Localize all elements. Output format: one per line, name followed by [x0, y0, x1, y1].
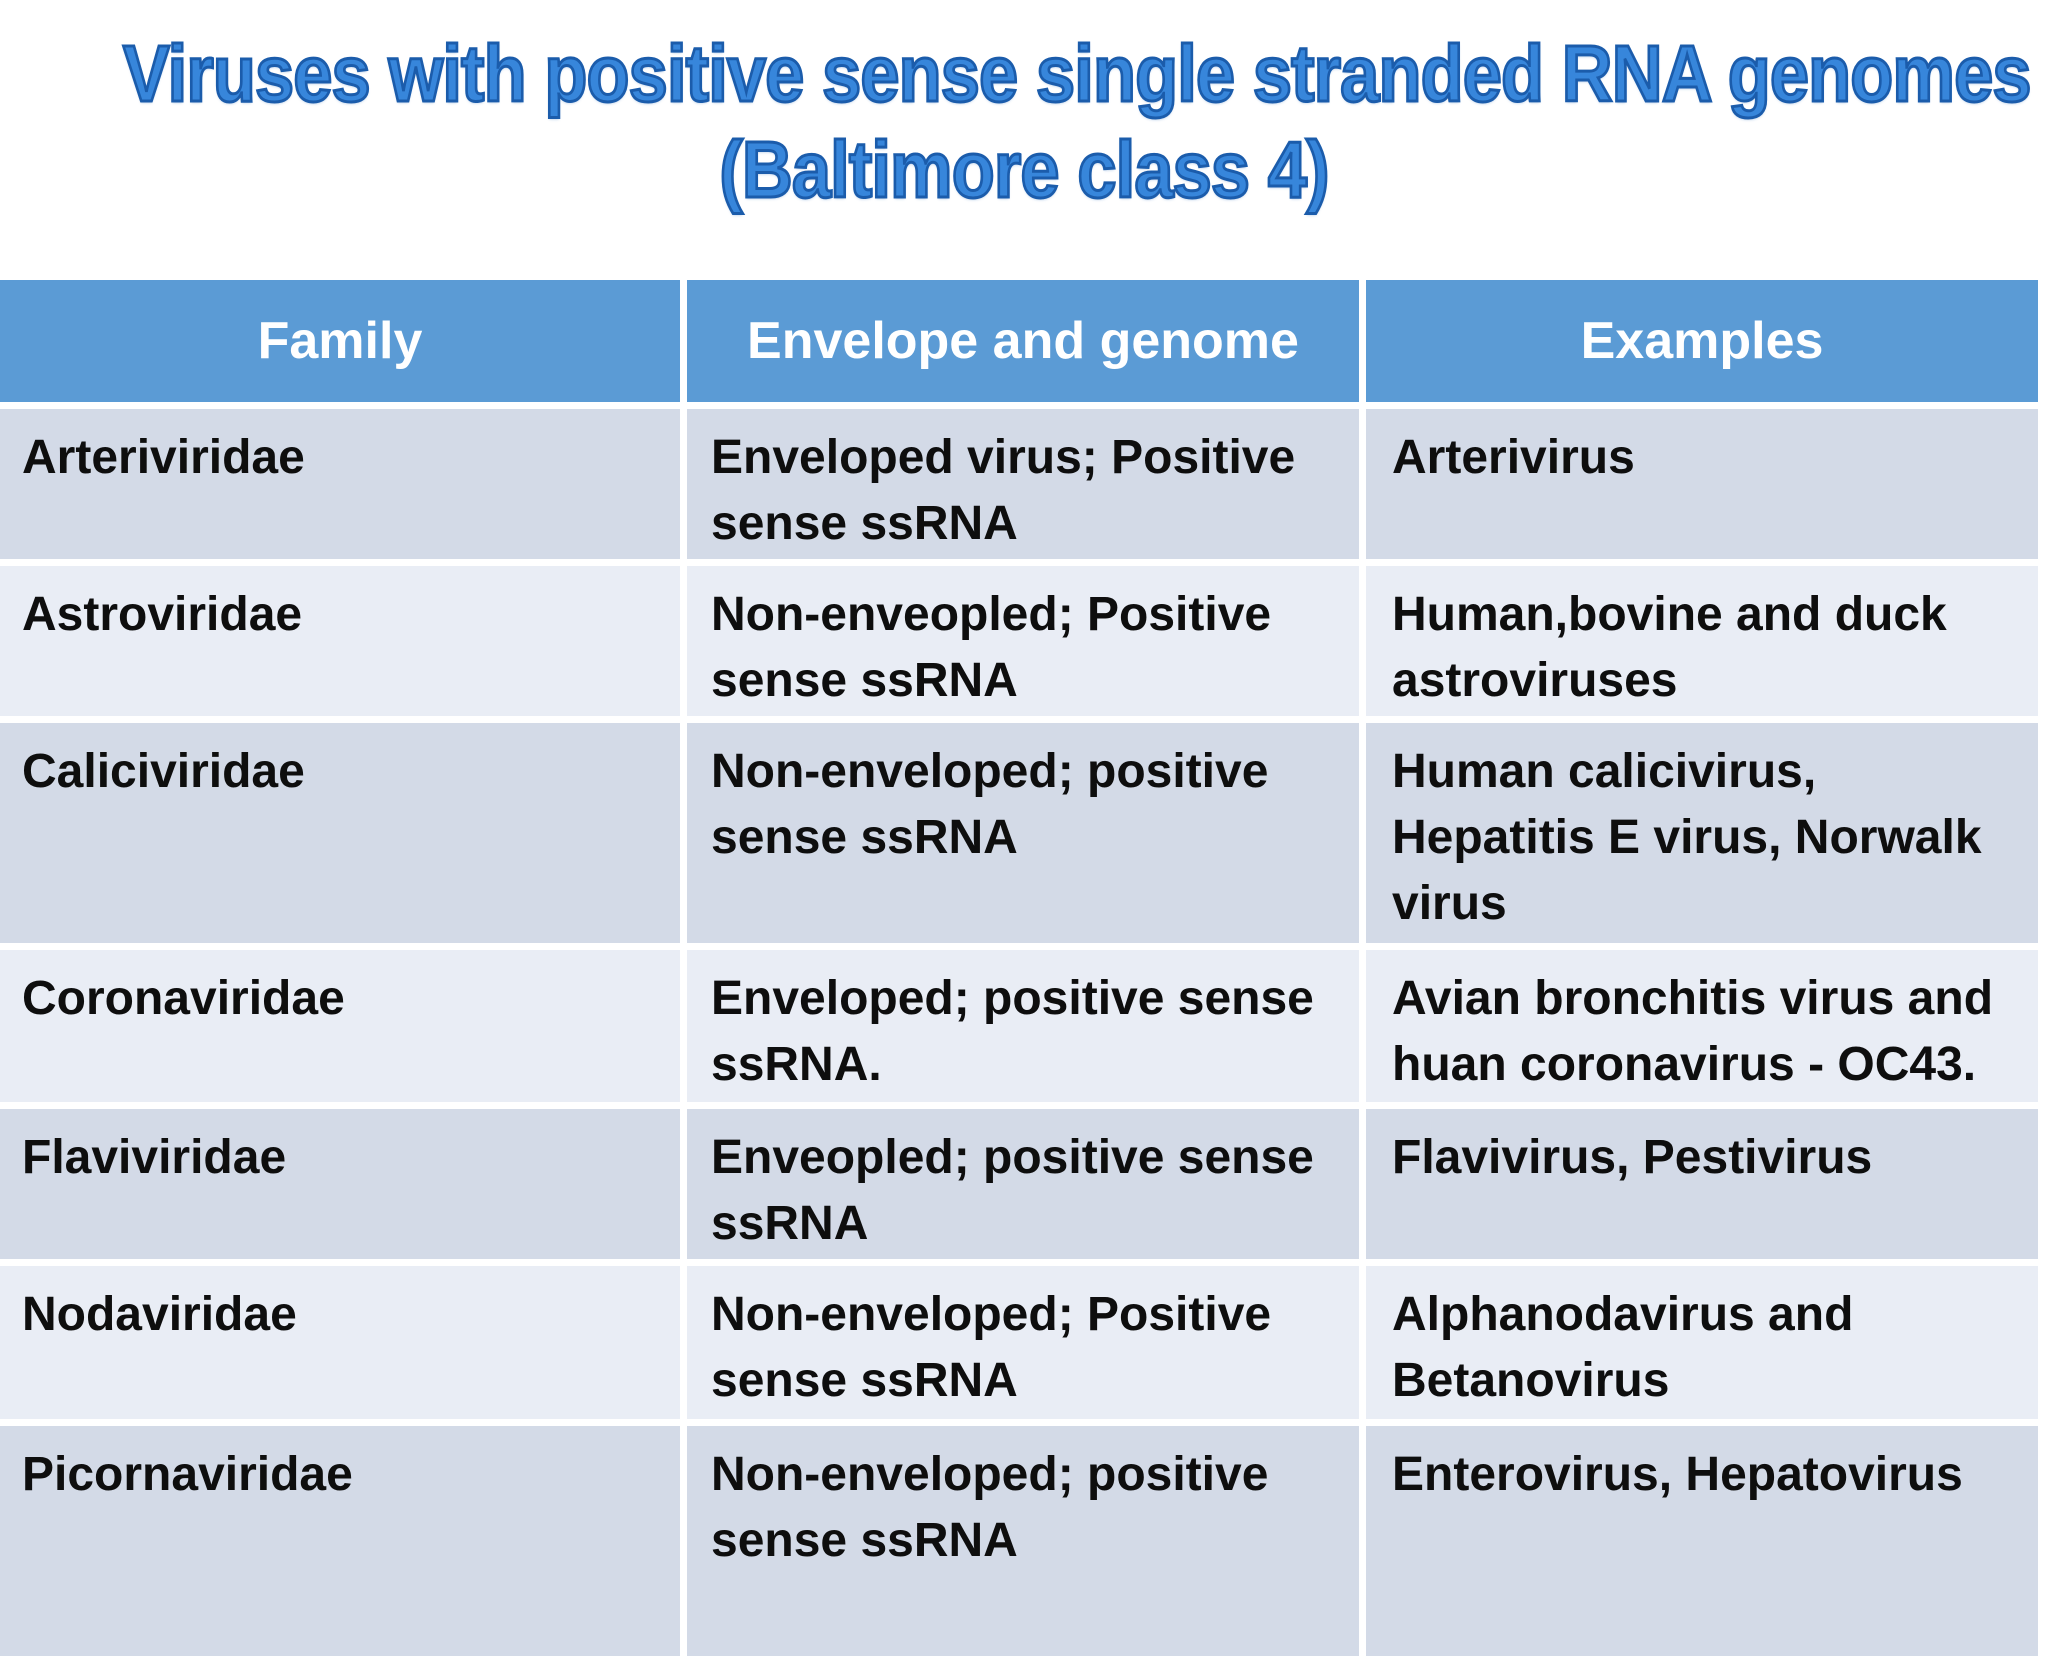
cell-envelope-row7: Non-enveloped; positive sense ssRNA: [687, 1426, 1359, 1656]
family-name: Arteriviridae: [22, 431, 305, 484]
examples-text: Enterovirus, Hepatovirus: [1392, 1448, 1963, 1501]
column-header-envelope: Envelope and genome: [687, 280, 1359, 402]
envelope-text: Non-enveloped; Positive sense ssRNA: [711, 1288, 1272, 1407]
envelope-text: Non-enveloped; positive sense ssRNA: [711, 745, 1269, 864]
cell-examples-row3: Human calicivirus, Hepatitis E virus, No…: [1366, 723, 2038, 943]
cell-examples-row7: Enterovirus, Hepatovirus: [1366, 1426, 2038, 1656]
examples-text: Avian bronchitis virus and huan coronavi…: [1392, 972, 1994, 1091]
envelope-text: Enveloped; positive sense ssRNA.: [711, 972, 1314, 1091]
cell-family-row6: Nodaviridae: [0, 1266, 680, 1419]
envelope-text: Non-enveopled; Positive sense ssRNA: [711, 588, 1272, 707]
virus-family-table: Family Envelope and genome Examples Arte…: [0, 280, 2038, 1656]
cell-family-row5: Flaviviridae: [0, 1109, 680, 1259]
slide-title-line-1: Viruses with positive sense single stran…: [122, 28, 2033, 120]
column-header-family: Family: [0, 280, 680, 402]
cell-family-row2: Astroviridae: [0, 566, 680, 716]
cell-family-row1: Arteriviridae: [0, 409, 680, 559]
family-name: Flaviviridae: [22, 1131, 287, 1184]
cell-examples-row1: Arterivirus: [1366, 409, 2038, 559]
examples-text: Arterivirus: [1392, 431, 1635, 484]
cell-family-row4: Coronaviridae: [0, 950, 680, 1102]
envelope-text: Enveloped virus; Positive sense ssRNA: [711, 431, 1296, 550]
slide-title-line-2: (Baltimore class 4): [718, 124, 1331, 216]
cell-family-row3: Caliciviridae: [0, 723, 680, 943]
examples-text: Human,bovine and duck astroviruses: [1392, 588, 1947, 707]
cell-examples-row6: Alphanodavirus and Betanovirus: [1366, 1266, 2038, 1419]
envelope-text: Non-enveloped; positive sense ssRNA: [711, 1448, 1269, 1567]
slide-title: Viruses with positive sense single stran…: [0, 0, 2048, 218]
cell-envelope-row2: Non-enveopled; Positive sense ssRNA: [687, 566, 1359, 716]
cell-examples-row2: Human,bovine and duck astroviruses: [1366, 566, 2038, 716]
cell-envelope-row3: Non-enveloped; positive sense ssRNA: [687, 723, 1359, 943]
cell-family-row7: Picornaviridae: [0, 1426, 680, 1656]
cell-envelope-row1: Enveloped virus; Positive sense ssRNA: [687, 409, 1359, 559]
examples-text: Flavivirus, Pestivirus: [1392, 1131, 1873, 1184]
examples-text: Human calicivirus, Hepatitis E virus, No…: [1392, 745, 1982, 930]
family-name: Picornaviridae: [22, 1448, 353, 1501]
cell-envelope-row4: Enveloped; positive sense ssRNA.: [687, 950, 1359, 1102]
family-name: Astroviridae: [22, 588, 303, 641]
cell-examples-row4: Avian bronchitis virus and huan coronavi…: [1366, 950, 2038, 1102]
cell-envelope-row6: Non-enveloped; Positive sense ssRNA: [687, 1266, 1359, 1419]
cell-examples-row5: Flavivirus, Pestivirus: [1366, 1109, 2038, 1259]
column-header-examples: Examples: [1366, 280, 2038, 402]
family-name: Coronaviridae: [22, 972, 345, 1025]
examples-text: Alphanodavirus and Betanovirus: [1392, 1288, 1854, 1407]
family-name: Nodaviridae: [22, 1288, 297, 1341]
envelope-text: Enveopled; positive sense ssRNA: [711, 1131, 1314, 1250]
family-name: Caliciviridae: [22, 745, 305, 798]
cell-envelope-row5: Enveopled; positive sense ssRNA: [687, 1109, 1359, 1259]
